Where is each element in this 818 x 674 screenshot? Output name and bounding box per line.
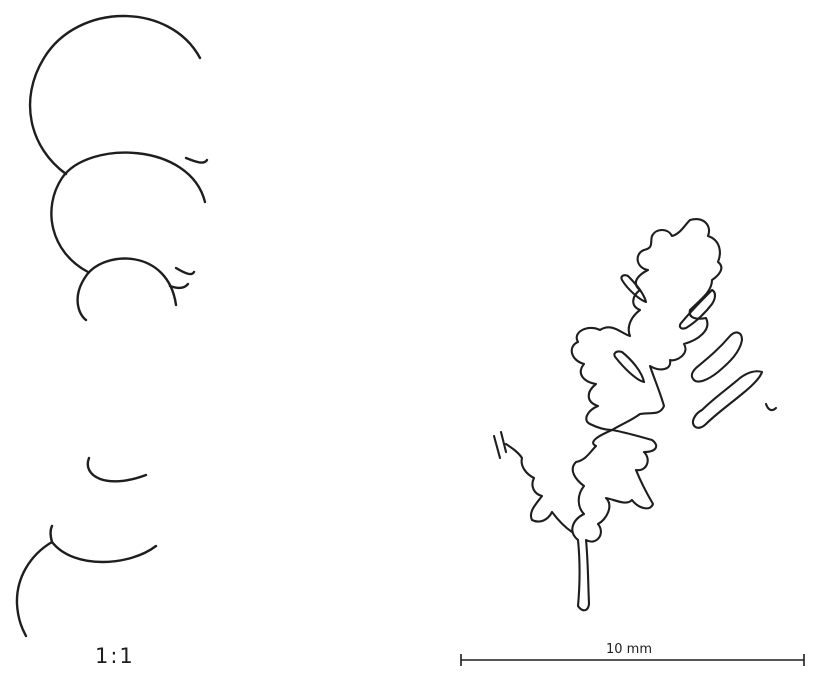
frond-right-lobe — [690, 331, 744, 383]
frond-specimen-group — [492, 218, 778, 612]
middle-arc-lower-tail — [174, 266, 196, 276]
frond-lower-right-lobe — [691, 370, 764, 429]
scale-bar — [460, 654, 805, 666]
arc-specimen-group — [15, 14, 209, 638]
frond-small-fragment — [764, 402, 778, 412]
small-arc-lower-tail — [168, 282, 190, 290]
frond-inner-lobe-middle — [613, 350, 646, 384]
ratio-label: 1:1 — [95, 644, 135, 668]
bottom-arc-outline — [15, 540, 158, 638]
large-arc-outline — [28, 14, 202, 176]
middle-arc-outline — [50, 151, 207, 274]
scale-bar-label: 10 mm — [606, 642, 653, 657]
small-arc-outline — [76, 257, 178, 322]
small-crescent-outline — [86, 456, 148, 483]
frond-stem-tick-2 — [499, 430, 508, 454]
frond-inner-lobe-upper — [620, 274, 648, 304]
large-arc-lower-tail — [184, 156, 209, 164]
frond-stem-tick-1 — [492, 434, 502, 460]
frond-upper-right-lobe — [678, 288, 717, 330]
frond-outline — [570, 218, 723, 612]
frond-lower-left-branch — [504, 442, 574, 534]
bottom-arc-branch — [49, 524, 54, 544]
